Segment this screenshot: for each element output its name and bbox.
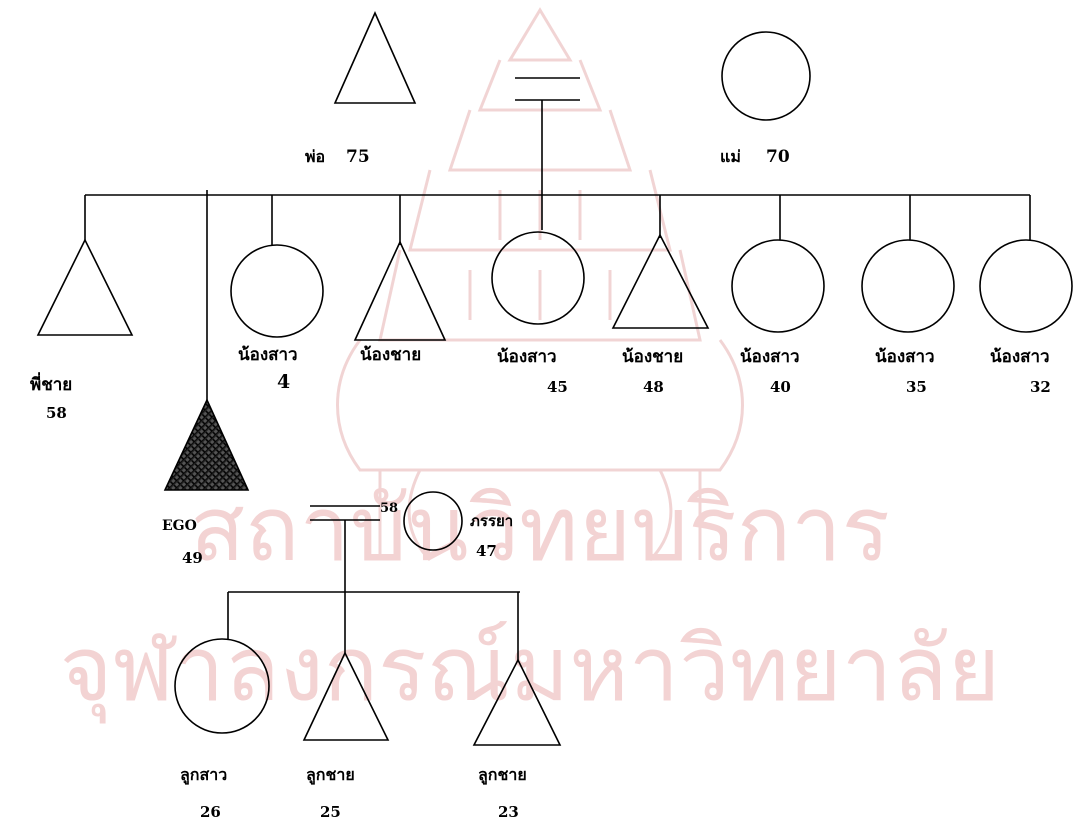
mother-label: แม่ (720, 147, 741, 166)
sibling-age: 45 (547, 378, 568, 396)
child-label: ลูกชาย (306, 765, 355, 786)
sibling-symbol (731, 239, 825, 333)
sibling-label: น้องสาว (497, 347, 557, 367)
sibling-symbol (230, 244, 324, 338)
wife-label: ภรรยา (470, 512, 513, 530)
sibling-age: 4 (277, 371, 290, 393)
child-label: ลูกชาย (478, 765, 527, 786)
ego-label: EGO (162, 518, 197, 534)
watermark-line2: จุฬาลงกรณ์มหาวิทยาลัย (60, 617, 1000, 724)
child-age: 23 (498, 803, 519, 821)
ego-marriage-line (310, 505, 380, 592)
sibling-age: 58 (46, 404, 67, 422)
child-label: ลูกสาว (180, 765, 227, 786)
sibling-symbol (353, 240, 447, 341)
father-symbol (333, 11, 417, 104)
watermark-line1: สถาบันวิทยบริการ (190, 477, 890, 582)
child-symbol (302, 651, 390, 741)
sibling-symbol (491, 231, 585, 325)
sibling-label: น้องสาว (238, 345, 298, 365)
sibling-label: น้องสาว (875, 347, 935, 367)
wife-symbol (403, 491, 463, 551)
sibling-symbol (979, 239, 1073, 333)
child-age: 26 (200, 803, 221, 821)
father-age: 75 (346, 147, 370, 167)
sibling-label: น้องสาว (990, 347, 1050, 367)
ego-symbol (163, 398, 250, 491)
child-age: 25 (320, 803, 341, 821)
watermark-emblem (336, 7, 744, 562)
child-symbol (174, 638, 270, 734)
mother-age: 70 (766, 147, 790, 167)
ego-age: 49 (182, 549, 203, 567)
sibling-label: น้องชาย (622, 347, 683, 367)
sibling-age: 35 (906, 378, 927, 396)
sibling-symbol (36, 238, 134, 336)
sibling-label: น้องชาย (360, 345, 421, 365)
parents-marriage-line (515, 77, 580, 195)
mother-symbol (721, 31, 811, 121)
sibling-label: พี่ชาย (30, 372, 72, 395)
sibling-age: 32 (1030, 378, 1051, 396)
sibling-symbol (611, 233, 710, 329)
wife-age: 47 (476, 542, 497, 560)
sibling-label: น้องสาว (740, 347, 800, 367)
sibling-age: 48 (643, 378, 664, 396)
sibling-age: 40 (770, 378, 791, 396)
father-label: พ่อ (305, 147, 325, 166)
ego-marriage-age: 58 (380, 501, 398, 516)
child-symbol (472, 658, 562, 746)
sibling-symbol (861, 239, 955, 333)
